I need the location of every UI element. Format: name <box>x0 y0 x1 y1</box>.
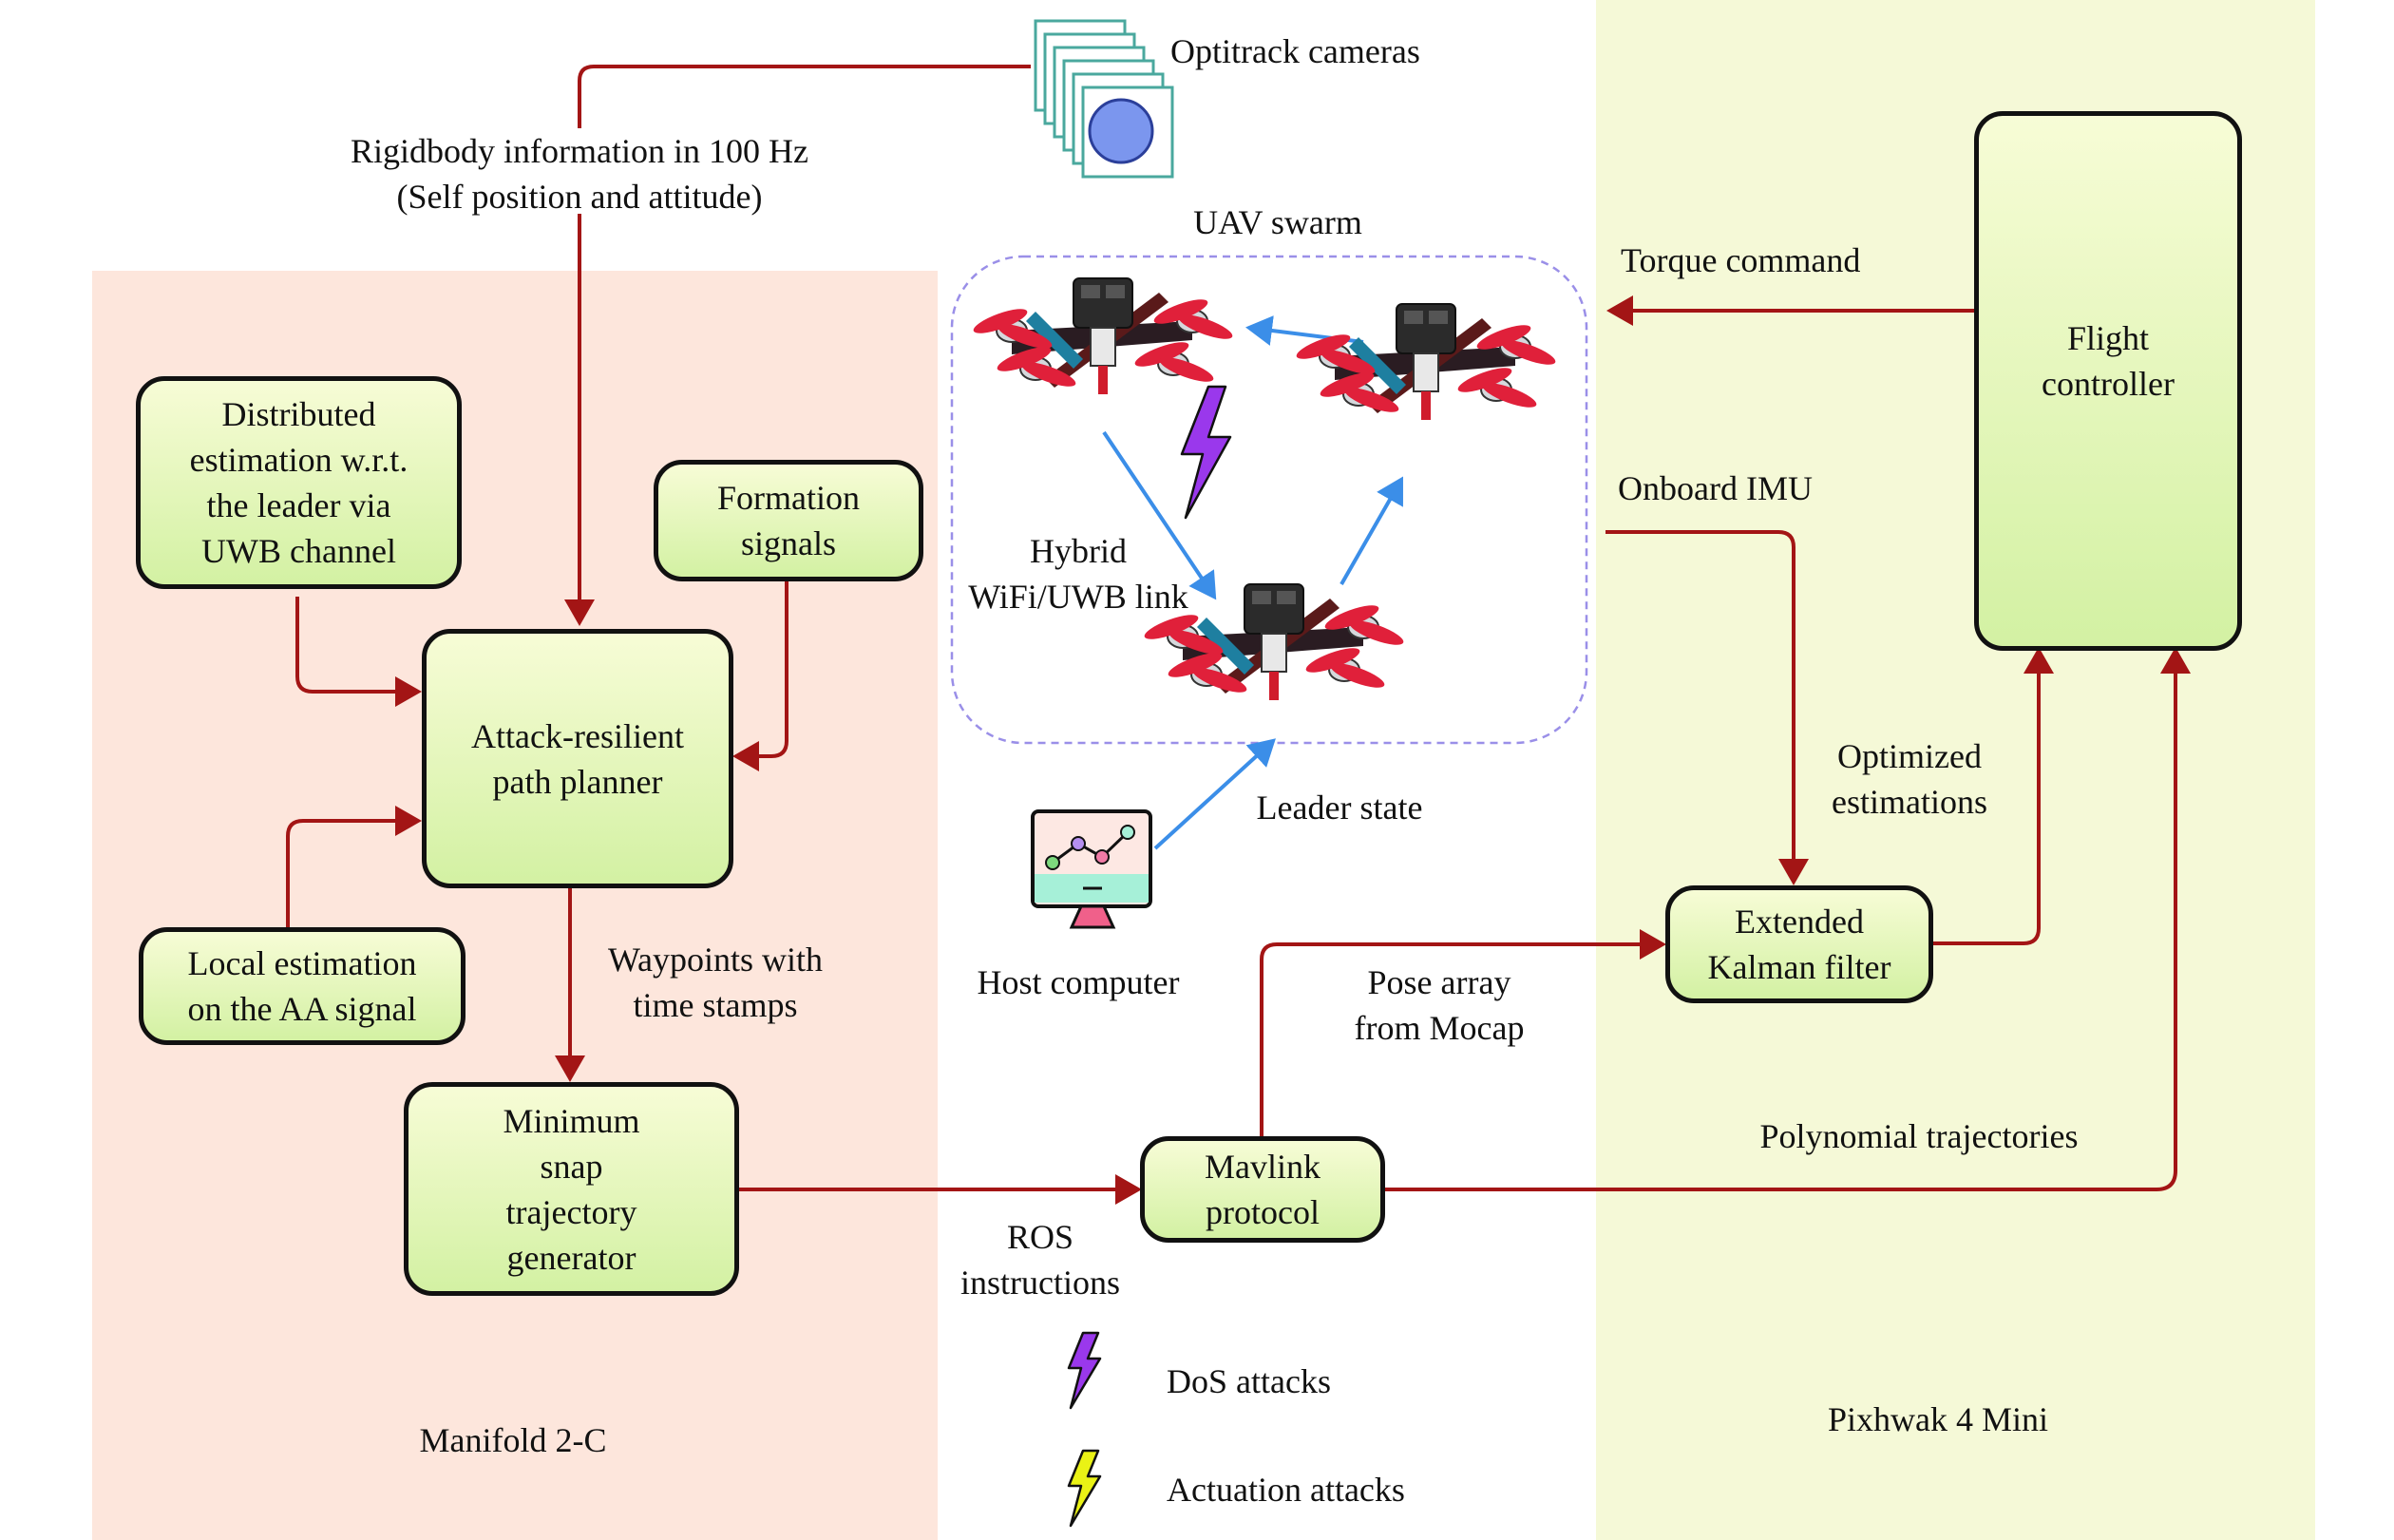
leader-state-label: Leader state <box>1256 789 1423 827</box>
pixhawk-region-label: Pixhwak 4 Mini <box>1827 1400 2048 1438</box>
flight-controller-box: Flight controller <box>1974 111 2242 651</box>
legend-actuation-lightning-icon <box>1067 1449 1102 1528</box>
link-host-to-leader <box>1153 738 1276 850</box>
host-computer-label: Host computer <box>977 963 1180 1001</box>
onboard-imu-label: Onboard IMU <box>1618 469 1813 507</box>
pose-array-label: Pose array from Mocap <box>1354 963 1525 1047</box>
link-left-to-bottom <box>1102 430 1217 600</box>
mavlink-protocol-box: Mavlink protocol <box>1140 1136 1385 1243</box>
wire-optitrack-to-planner <box>580 65 1031 622</box>
uav-drone-left-icon <box>973 277 1233 394</box>
wire-formation-to-planner <box>732 581 788 771</box>
wire-imu-to-ekf <box>1606 530 1809 885</box>
rigidbody-info-label: Rigidbody information in 100 Hz (Self po… <box>351 132 808 216</box>
formation-signals-box: Formation signals <box>654 460 923 581</box>
wire-local-to-planner <box>286 806 422 933</box>
uav-drone-right-icon <box>1296 303 1556 420</box>
legend-dos-label: DoS attacks <box>1167 1362 1331 1400</box>
uav-drone-leader-icon <box>1144 583 1404 700</box>
host-computer-icon <box>1031 809 1152 929</box>
polynomial-trajectories-label: Polynomial trajectories <box>1759 1117 2079 1155</box>
manifold-region-label: Manifold 2-C <box>419 1421 607 1459</box>
wire-mavlink-to-ekf <box>1260 929 1666 1136</box>
torque-command-label: Torque command <box>1621 241 1861 279</box>
link-bottom-to-right <box>1340 476 1403 585</box>
distributed-estimation-box: Distributed estimation w.r.t. the leader… <box>136 376 462 589</box>
ros-instructions-label: ROS instructions <box>960 1218 1120 1302</box>
wire-mavlink-to-flight <box>1385 647 2191 1191</box>
extended-kalman-filter-box: Extended Kalman filter <box>1665 885 1933 1003</box>
uav-swarm-label: UAV swarm <box>1193 203 1362 241</box>
legend-actuation-label: Actuation attacks <box>1167 1471 1405 1509</box>
wire-ekf-to-flight <box>1933 647 2054 945</box>
local-estimation-box: Local estimation on the AA signal <box>139 927 466 1045</box>
optimized-estimations-label: Optimized estimations <box>1832 737 1987 821</box>
wire-distributed-to-planner <box>295 597 422 707</box>
legend-dos-lightning-icon <box>1067 1331 1102 1410</box>
dos-attack-lightning-icon <box>1180 385 1232 520</box>
optitrack-camera-icon <box>1034 19 1174 179</box>
optitrack-cameras-label: Optitrack cameras <box>1170 32 1420 70</box>
minimum-snap-generator-box: Minimum snap trajectory generator <box>404 1082 739 1296</box>
attack-resilient-path-planner-box: Attack-resilient path planner <box>422 629 733 888</box>
waypoints-label: Waypoints with time stamps <box>607 941 824 1024</box>
hybrid-link-label: Hybrid WiFi/UWB link <box>968 532 1188 616</box>
